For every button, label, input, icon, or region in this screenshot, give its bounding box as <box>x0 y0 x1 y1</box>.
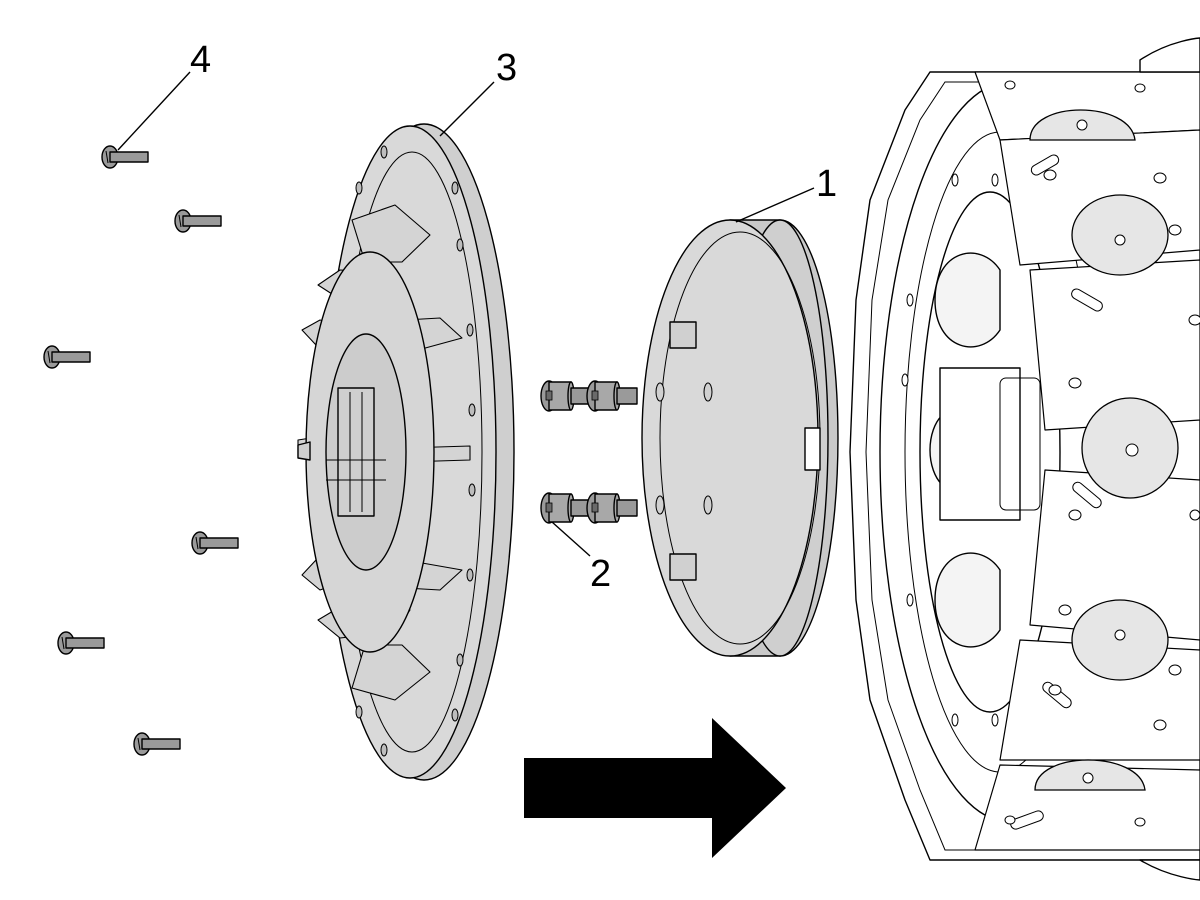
arrow-right-icon <box>524 718 786 858</box>
leader-1 <box>735 187 815 223</box>
spacer-disc <box>641 219 839 657</box>
screw-2b <box>586 380 638 412</box>
callout-4: 4 <box>190 39 211 81</box>
screw-2c <box>540 492 592 524</box>
leader-4 <box>117 71 191 151</box>
screw-4b <box>174 209 222 233</box>
screw-2a <box>540 380 592 412</box>
screw-4e <box>57 631 105 655</box>
square-pocket-top <box>669 321 697 349</box>
plate-holes <box>355 145 476 757</box>
leader-lines <box>117 71 815 557</box>
leader-3 <box>439 81 495 137</box>
disc-holes <box>655 382 713 515</box>
rotary-fixture <box>849 37 1200 881</box>
leader-2 <box>551 521 591 557</box>
square-pocket-bottom <box>669 553 697 581</box>
callout-2: 2 <box>590 553 611 595</box>
socket-head-screws <box>540 380 638 524</box>
callout-3: 3 <box>496 47 517 89</box>
screw-4c <box>43 345 91 369</box>
callout-1: 1 <box>816 163 837 205</box>
button-head-screws <box>43 145 239 756</box>
screw-4d <box>191 531 239 555</box>
screw-4f <box>133 732 181 756</box>
screw-2d <box>586 492 638 524</box>
fixture-plate <box>297 123 515 781</box>
screw-4a <box>101 145 149 169</box>
